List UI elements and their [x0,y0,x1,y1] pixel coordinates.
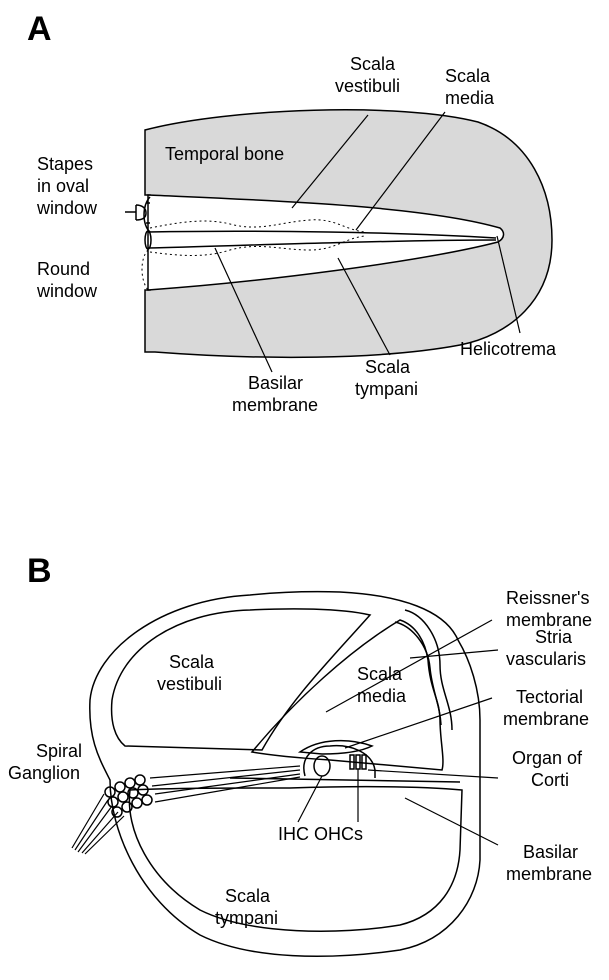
spiral-ganglion [105,775,152,817]
label-scala-vestibuli-b-1: Scala [169,652,215,672]
label-stria-2: vascularis [506,649,586,669]
label-spiral-1: Spiral [36,741,82,761]
ganglion-cell [118,792,128,802]
ganglion-cell [115,782,125,792]
label-tectorial-1: Tectorial [516,687,583,707]
label-scala-vestibuli-b-2: vestibuli [157,674,222,694]
label-organ-2: Corti [531,770,569,790]
label-spiral-2: Ganglion [8,763,80,783]
label-stapes-3: window [36,198,98,218]
panel-a: A Scala vestibuli Scala media Temporal b… [27,10,557,415]
label-basilar-a-2: membrane [232,395,318,415]
label-scala-tympani-b-2: tympani [215,908,278,928]
label-tectorial-2: membrane [503,709,589,729]
label-scala-vestibuli-a-1: Scala [350,54,396,74]
label-scala-tympani-a-1: Scala [365,357,411,377]
nerve-fibers [72,766,300,854]
ganglion-cell [125,778,135,788]
label-temporal-bone: Temporal bone [165,144,284,164]
leader-stria [410,650,498,658]
ganglion-cell [108,797,118,807]
label-scala-media-b-2: media [357,686,407,706]
cochlear-duct-outer [90,592,480,957]
stapes-icon [125,205,146,220]
label-organ-1: Organ of [512,748,583,768]
label-helicotrema: Helicotrema [460,339,557,359]
ganglion-cell [142,795,152,805]
label-scala-media-a-2: media [445,88,495,108]
label-ihc-ohcs: IHC OHCs [278,824,363,844]
ohc-cell-3 [362,755,366,769]
panel-b: B [8,552,592,956]
ganglion-cell [122,802,132,812]
leader-reissner [326,620,492,712]
label-round-window-1: Round [37,259,90,279]
label-basilar-b-2: membrane [506,864,592,884]
label-scala-media-a-1: Scala [445,66,491,86]
label-scala-media-b-1: Scala [357,664,403,684]
label-scala-tympani-b-1: Scala [225,886,271,906]
label-basilar-b-1: Basilar [523,842,578,862]
leader-ihc [298,776,322,822]
scala-vestibuli-outline [112,609,370,750]
label-reissner-1: Reissner's [506,588,589,608]
ganglion-cell [132,798,142,808]
panel-b-letter: B [27,552,52,590]
label-scala-tympani-a-2: tympani [355,379,418,399]
label-basilar-a-1: Basilar [248,373,303,393]
leader-organ-of-corti [368,770,498,778]
panel-a-letter: A [27,10,52,48]
label-stria-1: Stria [535,627,573,647]
label-round-window-2: window [36,281,98,301]
ganglion-cell [135,775,145,785]
leader-basilar-b [405,798,498,845]
round-window [142,250,148,290]
label-stapes-1: Stapes [37,154,93,174]
scala-tympani-outline [129,787,462,932]
label-stapes-2: in oval [37,176,89,196]
label-scala-vestibuli-a-2: vestibuli [335,76,400,96]
